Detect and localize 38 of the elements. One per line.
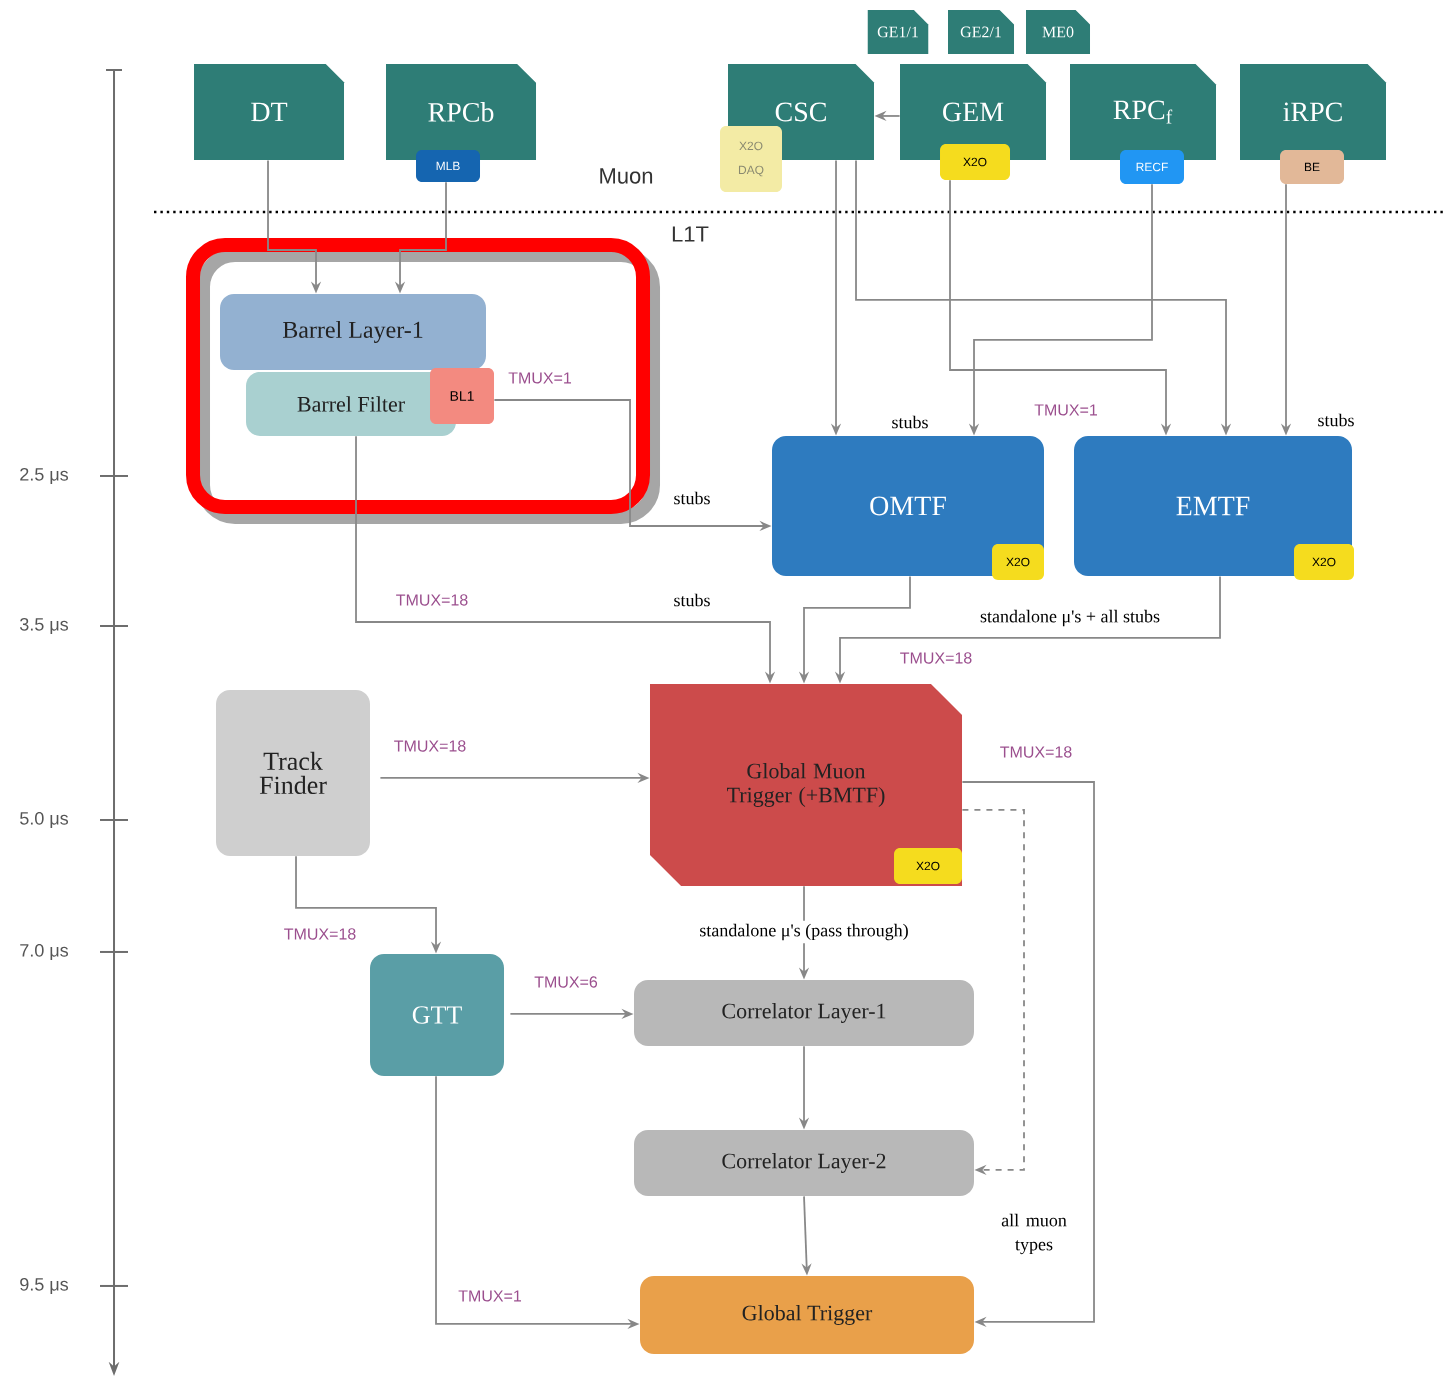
region-label: Muon	[600, 168, 653, 184]
edge-label: TMUX=18	[390, 737, 470, 755]
process-box: GTT	[370, 954, 504, 1076]
axis-tick-label: 9.5 μs	[20, 1277, 69, 1294]
edge-label: TMUX=1	[455, 1287, 525, 1305]
arrow	[961, 781, 1095, 1328]
detector-box: RPCb	[386, 64, 536, 160]
process-box: Barrel Layer-1	[220, 294, 486, 370]
edge-label: TMUX=6	[531, 973, 601, 991]
edge-label: TMUX=18	[996, 743, 1076, 761]
process-box: Correlator Layer-1	[634, 979, 974, 1046]
annotation-label: standalone μ's + all stubs	[980, 609, 1160, 627]
axis-tick-label: 5.0 μs	[20, 811, 69, 828]
axis-tick-label: 3.5 μs	[20, 617, 69, 634]
detector-box: ME0	[1026, 9, 1090, 54]
axis-tick-label: 2.5 μs	[20, 467, 69, 484]
highlight-frame	[186, 237, 660, 524]
axis-tick-label: 7.0 μs	[20, 943, 69, 960]
arrow	[961, 809, 1025, 1176]
edge-label: TMUX=18	[896, 649, 976, 667]
edge-label: standalone μ's (pass through)	[696, 920, 912, 944]
annotation-label: stubs	[674, 491, 710, 505]
detector-box: GE1/1	[867, 9, 929, 54]
region-label: L1T	[672, 226, 709, 242]
detector-box: DT	[194, 64, 344, 160]
process-box: Correlator Layer-2	[634, 1129, 974, 1196]
edge-label: TMUX=18	[280, 925, 360, 943]
edge-label: TMUX=18	[392, 591, 472, 609]
detector-box: GE2/1	[948, 9, 1014, 54]
edge-label: TMUX=1	[505, 369, 575, 387]
detector-box: RPC$_{f}$	[1070, 64, 1216, 160]
annotation-label: stubs	[674, 593, 710, 607]
process-box: Global Trigger	[640, 1275, 974, 1354]
detector-box: iRPC	[1240, 64, 1386, 160]
process-box: Track Finder	[216, 689, 370, 856]
detector-box: GEM	[900, 64, 1046, 160]
annotation-label: all muon types	[1001, 1213, 1067, 1255]
annotation-label: TMUX=1	[1034, 404, 1097, 416]
